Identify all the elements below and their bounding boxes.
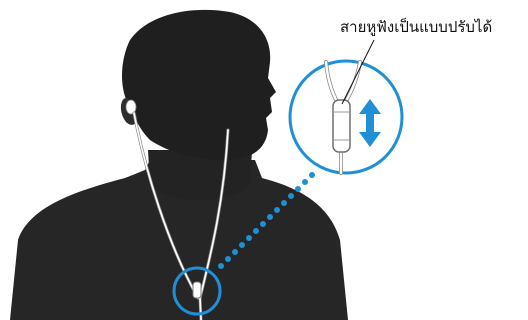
magnified-slider-icon [333, 100, 350, 152]
callout-label: สายหูฟังเป็นแบบปรับได้ [340, 16, 526, 38]
head-shape [122, 10, 276, 160]
person-silhouette [10, 10, 348, 320]
cable-slider-icon [193, 282, 201, 298]
magnified-view [290, 61, 402, 173]
